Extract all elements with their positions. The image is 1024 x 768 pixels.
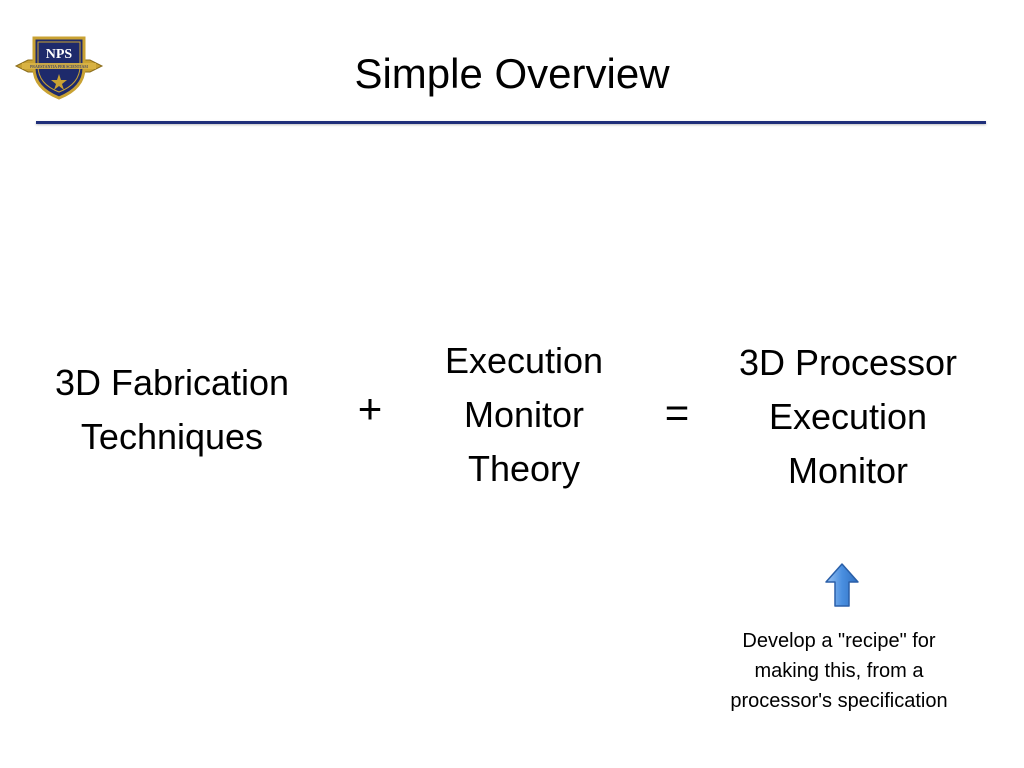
term2-line1: Execution [444, 340, 604, 381]
term1-line1: 3D Fabrication [54, 362, 290, 403]
note-line3: processor's specification [730, 690, 948, 712]
up-arrow-icon [825, 563, 859, 607]
term2-line2: Monitor [463, 394, 585, 435]
term1-line2: Techniques [80, 416, 264, 457]
logo-motto: PRAESTANTIA PER SCIENTIAM [30, 64, 88, 69]
slide-title: Simple Overview [354, 50, 670, 97]
equals-sign: = [664, 389, 690, 436]
note-line1: Develop a "recipe" for [742, 630, 936, 652]
plus-sign: + [357, 385, 383, 432]
term-execution-monitor-theory: Execution Monitor Theory [414, 334, 634, 496]
nps-crest-icon: NPS PRAESTANTIA PER SCIENTIAM [14, 36, 104, 100]
note-line2: making this, from a [754, 660, 924, 682]
logo-letters: NPS [46, 47, 73, 62]
result-line1: 3D Processor [738, 342, 958, 383]
recipe-note: Develop a "recipe" for making this, from… [700, 626, 978, 716]
term-3d-fabrication: 3D Fabrication Techniques [22, 356, 322, 464]
nps-logo: NPS PRAESTANTIA PER SCIENTIAM [14, 30, 104, 100]
term2-line3: Theory [467, 448, 581, 489]
result-line3: Monitor [787, 450, 909, 491]
result-line2: Execution [768, 396, 928, 437]
result-3d-processor-execution-monitor: 3D Processor Execution Monitor [700, 336, 996, 498]
up-arrow [824, 562, 860, 608]
title-divider [36, 121, 986, 124]
